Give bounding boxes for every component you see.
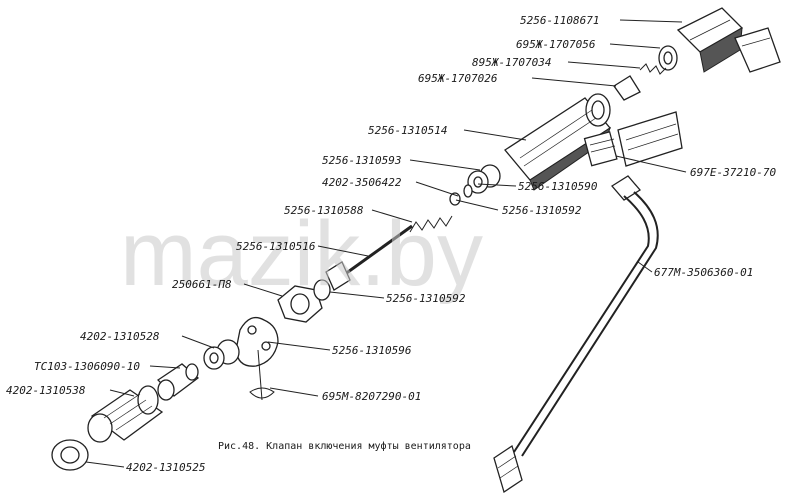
watermark-text: mazik.by [120, 203, 483, 305]
label-4202-1310525: 4202-1310525 [126, 461, 205, 474]
small-rings [449, 184, 473, 206]
figure-caption: Рис.48. Клапан включения муфты вентилято… [218, 440, 471, 452]
washer-top [658, 45, 678, 71]
leader-lines [85, 19, 687, 468]
union-nut-538 [87, 385, 164, 443]
label-697e-37210-70: 697Е-37210-70 [690, 166, 776, 179]
valve-stem [325, 224, 413, 291]
hex-nut [277, 279, 331, 323]
small-plate [734, 27, 781, 73]
label-5256-1310592-upper: 5256-1310592 [502, 204, 582, 217]
pipe-assembly [493, 175, 659, 494]
bushing-528 [203, 339, 240, 370]
spring-top [639, 63, 667, 75]
spring-main [409, 215, 453, 233]
label-695zh-1707056: 695Ж-1707056 [516, 38, 596, 51]
spacer-block [617, 111, 683, 167]
label-5256-1310593: 5256-1310593 [322, 154, 401, 167]
label-4202-1310538: 4202-1310538 [6, 384, 86, 397]
plug-tc103 [156, 363, 200, 401]
label-4202-3506422: 4202-3506422 [322, 176, 402, 189]
side-fitting [583, 131, 618, 167]
lever-plate [235, 316, 279, 401]
label-5256-1310592-lower: 5256-1310592 [386, 292, 466, 305]
bottom-cap-525 [51, 439, 89, 471]
label-5256-1310590: 5256-1310590 [518, 180, 598, 193]
valve-body [504, 93, 611, 191]
label-250661-p8: 250661-П8 [172, 278, 232, 291]
label-tc103-1306090-10: ТС103-1306090-10 [34, 360, 140, 373]
top-fitting-nut [676, 7, 744, 73]
label-5256-1108671: 5256-1108671 [520, 14, 599, 27]
label-5256-1310596: 5256-1310596 [332, 344, 412, 357]
label-695m-8207290-01: 695М-8207290-01 [322, 390, 421, 403]
label-4202-1310528: 4202-1310528 [80, 330, 160, 343]
label-695zh-1707026: 695Ж-1707026 [418, 72, 498, 85]
sleeve-593 [467, 164, 501, 194]
label-5256-1310516: 5256-1310516 [236, 240, 316, 253]
label-5256-1310514: 5256-1310514 [368, 124, 447, 137]
pin-top [613, 75, 641, 101]
label-895zh-1707034: 895Ж-1707034 [472, 56, 551, 69]
label-677m-3506360-01: 677М-3506360-01 [654, 266, 753, 279]
label-5256-1310588: 5256-1310588 [284, 204, 364, 217]
